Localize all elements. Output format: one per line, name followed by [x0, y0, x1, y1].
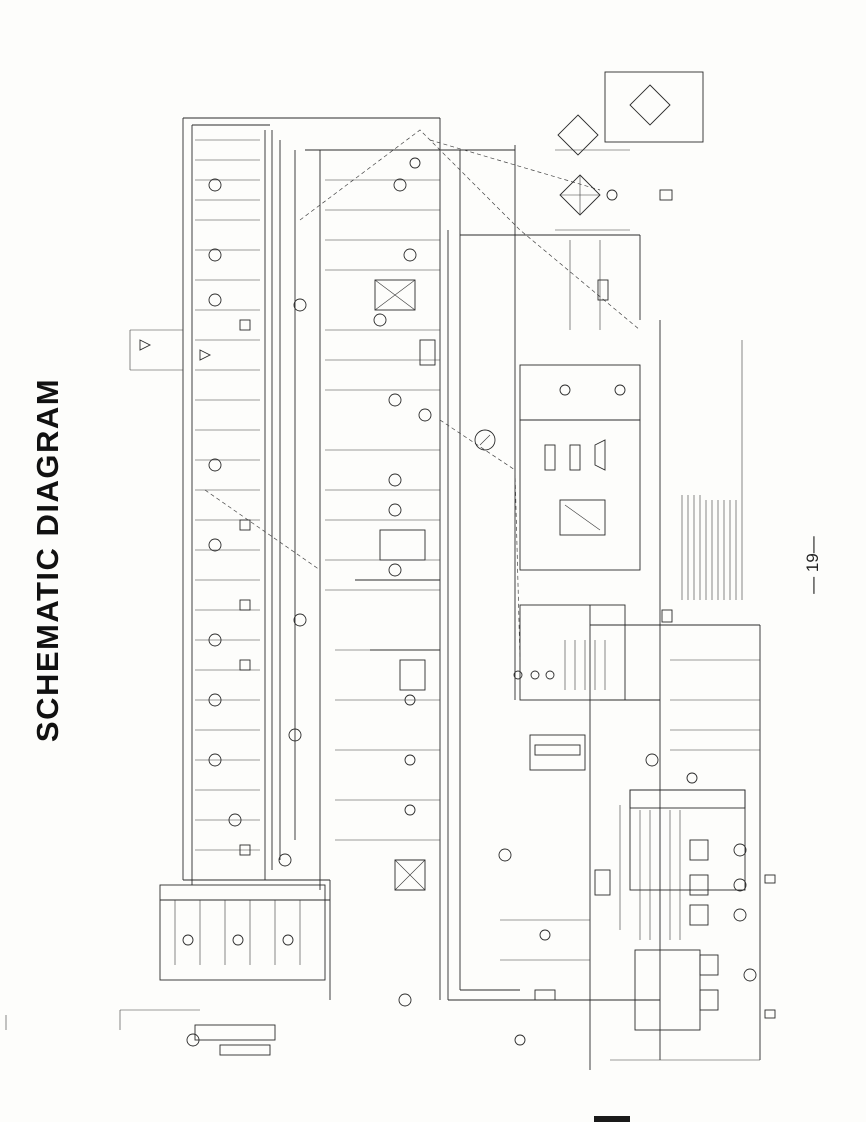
- main-bus-lines: [160, 117, 761, 1070]
- notes-block: [681, 340, 743, 600]
- if-stage-components: [129, 139, 260, 856]
- audio-section: [513, 364, 641, 701]
- bottom-edge-mark: [594, 1116, 630, 1122]
- power-supply: [555, 71, 704, 623]
- tuner-section: [119, 853, 412, 1056]
- display-section: [498, 659, 776, 1061]
- decoder-section: [288, 157, 496, 891]
- dashed-boundaries: [204, 129, 641, 661]
